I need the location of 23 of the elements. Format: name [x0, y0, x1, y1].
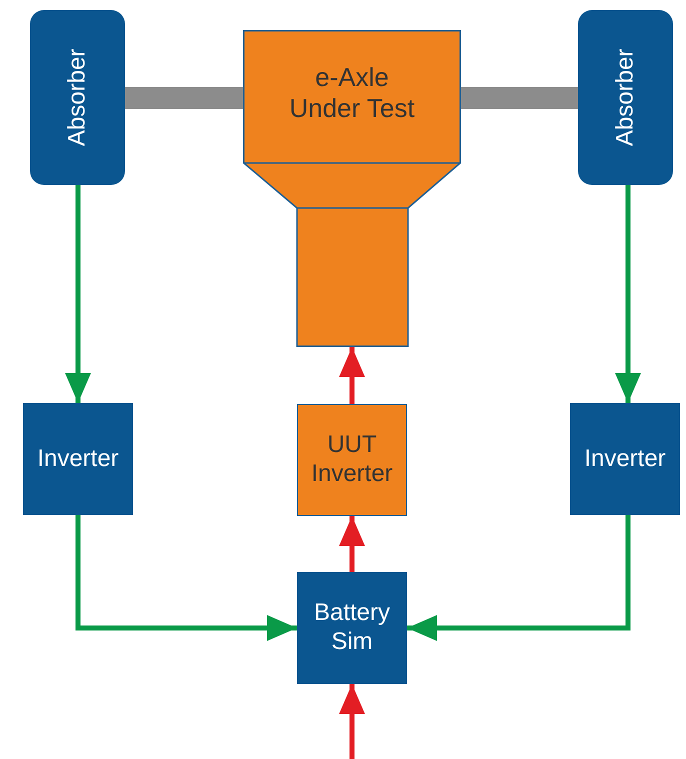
arrow	[407, 515, 630, 641]
absorber-box	[578, 10, 673, 185]
axle-shape	[243, 30, 461, 347]
block-label: Inverter	[36, 444, 120, 474]
shaft	[461, 87, 578, 109]
absorber-box	[30, 10, 125, 185]
block-label: Inverter	[583, 444, 667, 474]
shaft	[125, 87, 243, 109]
block-label: UUT Inverter	[310, 431, 394, 489]
block-box	[297, 404, 407, 516]
arrow	[339, 347, 365, 404]
arrow	[339, 684, 365, 759]
arrow	[615, 185, 641, 403]
block-label: Battery Sim	[312, 599, 392, 657]
block-label: Absorber	[611, 48, 640, 146]
block-label: e-Axle Under Test	[288, 62, 416, 124]
arrow	[339, 516, 365, 572]
arrow	[65, 185, 91, 403]
arrow	[76, 515, 297, 641]
block-box	[297, 572, 407, 684]
block-label: Absorber	[63, 48, 92, 146]
block-box	[570, 403, 680, 515]
block-box	[23, 403, 133, 515]
